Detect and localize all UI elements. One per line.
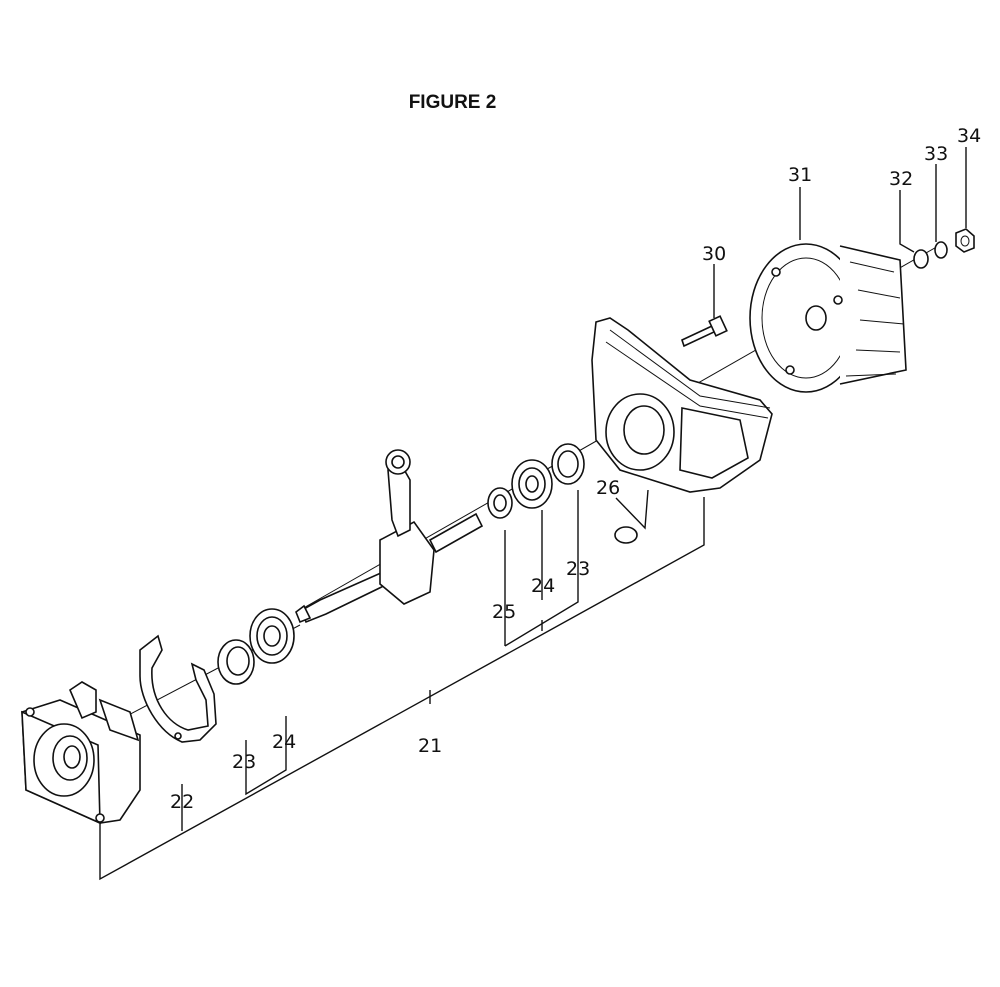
callout-22: 22: [170, 791, 194, 813]
callout-30: 30: [702, 243, 726, 265]
bearing-right-23: [551, 443, 585, 485]
bolt-30: [681, 315, 728, 348]
crankcase-left-half: [21, 681, 141, 825]
washer-32: [913, 249, 929, 269]
bearing-left-23: [217, 639, 255, 685]
nut-34: [955, 228, 975, 253]
callout-23-left: 23: [232, 751, 256, 773]
ball-bearing-left-24: [249, 608, 295, 664]
oil-seal-25: [487, 487, 513, 519]
callout-24-right: 24: [531, 575, 555, 597]
figure-title: FIGURE 2: [408, 92, 497, 113]
callout-23-right: 23: [566, 558, 590, 580]
callout-24-left: 24: [272, 731, 296, 753]
callout-25: 25: [492, 601, 516, 623]
crankshaft-connecting-rod: [295, 449, 484, 624]
flywheel-31: [749, 243, 907, 393]
callout-33: 33: [924, 143, 948, 165]
callout-labels: 21 22 23 24 25 24 23 26 30 31 32 33 34: [170, 125, 981, 813]
gasket: [139, 634, 217, 743]
callout-32: 32: [889, 168, 913, 190]
lock-washer-33: [934, 241, 948, 259]
callout-26: 26: [596, 477, 620, 499]
callout-34: 34: [957, 125, 981, 147]
crankcase-right-half: [591, 317, 773, 493]
leader-lines: [99, 147, 967, 881]
plug-26: [614, 526, 638, 544]
callout-31: 31: [788, 164, 812, 186]
callout-21: 21: [418, 735, 442, 757]
ball-bearing-right-24: [511, 459, 553, 509]
